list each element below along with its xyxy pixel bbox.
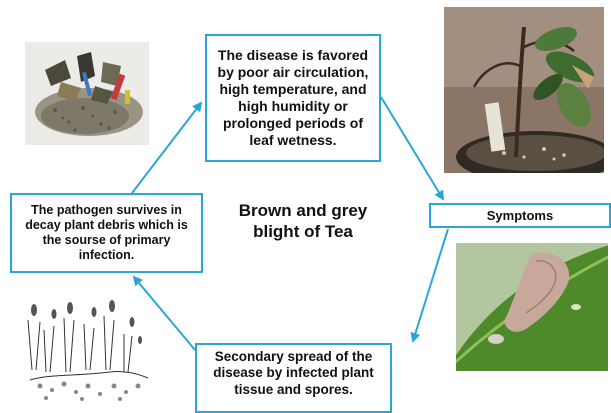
pathogen-survival-box: The pathogen survives in decay plant deb… <box>10 193 203 273</box>
blighted-leaf-photo <box>456 243 608 371</box>
conditions-text: The disease is favored by poor air circu… <box>217 46 369 149</box>
cycle-arrows <box>131 96 449 351</box>
arrow-bottom-to-left <box>132 275 196 351</box>
secondary-spread-text: Secondary spread of the disease by infec… <box>213 349 374 397</box>
arrow-symptoms-to-bottom <box>410 228 449 343</box>
diagram-title: Brown and grey blight of Tea <box>238 201 368 242</box>
infected-plant-photo <box>444 7 604 173</box>
arrow-left-to-top <box>131 101 203 194</box>
plant-debris-photo <box>25 42 149 145</box>
spores-sketch <box>20 300 150 403</box>
pathogen-survival-text: The pathogen survives in decay plant deb… <box>25 202 188 263</box>
arrow-top-to-symptoms <box>380 96 445 201</box>
symptoms-box: Symptoms <box>429 203 611 228</box>
secondary-spread-box: Secondary spread of the disease by infec… <box>195 343 392 413</box>
symptoms-text: Symptoms <box>486 207 554 223</box>
conditions-box: The disease is favored by poor air circu… <box>205 34 381 162</box>
